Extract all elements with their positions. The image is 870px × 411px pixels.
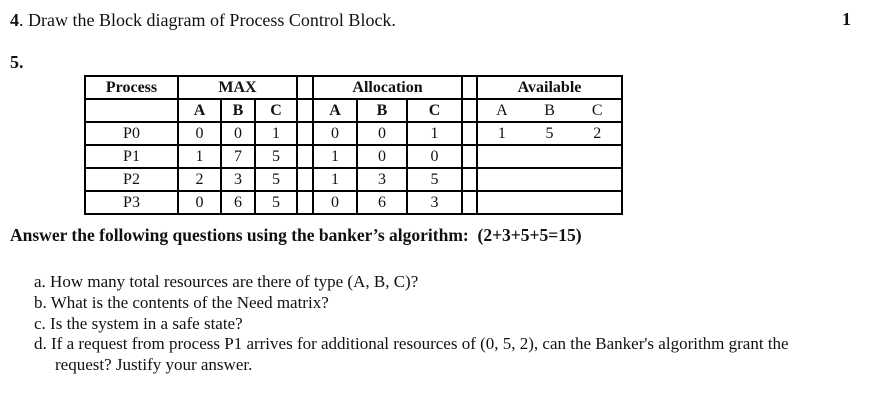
table-cell: 0 bbox=[312, 121, 358, 146]
table-cell: 1 bbox=[177, 144, 222, 169]
spacer-cell bbox=[461, 121, 479, 146]
max-header: MAX bbox=[177, 75, 298, 100]
table-cell: 1 bbox=[405, 121, 464, 146]
table-cell: 6 bbox=[356, 190, 408, 215]
sub-question-a: a. How many total resources are there of… bbox=[34, 272, 419, 291]
spacer-cell bbox=[296, 144, 314, 169]
alloc-col-c-header: C bbox=[405, 98, 464, 123]
question-4-number: 4 bbox=[10, 10, 19, 30]
table-row: P1 1 7 5 1 0 0 bbox=[84, 144, 624, 169]
spacer-cell bbox=[461, 75, 479, 100]
max-col-a-header: A bbox=[177, 98, 222, 123]
table-row: P2 2 3 5 1 3 5 bbox=[84, 167, 624, 192]
available-cell bbox=[476, 144, 624, 169]
table-cell: 3 bbox=[356, 167, 408, 192]
avail-col-b-header: B bbox=[544, 102, 555, 119]
allocation-header: Allocation bbox=[311, 75, 464, 100]
question-4-line: 4. Draw the Block diagram of Process Con… bbox=[10, 10, 396, 31]
table-cell: 5 bbox=[254, 190, 298, 215]
process-cell: P2 bbox=[84, 167, 179, 192]
spacer-cell bbox=[296, 167, 314, 192]
available-cell bbox=[476, 167, 624, 192]
table-row: P3 0 6 5 0 6 3 bbox=[84, 190, 624, 215]
spacer-cell bbox=[296, 75, 314, 100]
sub-question-b: b. What is the contents of the Need matr… bbox=[34, 292, 329, 312]
spacer-cell bbox=[461, 167, 479, 192]
table-cell bbox=[84, 98, 179, 123]
table-cell: 2 bbox=[177, 167, 222, 192]
spacer-cell bbox=[296, 190, 314, 215]
table-cell: 0 bbox=[356, 144, 408, 169]
spacer-cell bbox=[461, 144, 479, 169]
spacer-cell bbox=[461, 98, 479, 123]
spacer-cell bbox=[296, 121, 314, 146]
question-5-number: 5. bbox=[10, 52, 24, 72]
available-subheaders: A B C bbox=[476, 98, 624, 123]
process-cell: P1 bbox=[84, 144, 179, 169]
process-cell: P0 bbox=[84, 121, 179, 146]
table-cell: 0 bbox=[177, 121, 222, 146]
table-cell: 5 bbox=[545, 125, 554, 142]
table-cell: 1 bbox=[312, 144, 358, 169]
table-cell: 1 bbox=[497, 125, 506, 142]
avail-col-a-header: A bbox=[496, 102, 508, 119]
spacer-cell bbox=[461, 190, 479, 215]
table-cell: 0 bbox=[405, 144, 464, 169]
table-cell: 6 bbox=[220, 190, 256, 215]
table-cell: 0 bbox=[220, 121, 256, 146]
table-cell: 1 bbox=[254, 121, 298, 146]
question-4-marks: 1 bbox=[842, 9, 851, 29]
available-cell: 1 5 2 bbox=[476, 121, 624, 146]
table-row: P0 0 0 1 0 0 1 1 5 2 bbox=[84, 121, 624, 146]
table-cell: 5 bbox=[254, 144, 298, 169]
available-cell bbox=[476, 190, 624, 215]
banker-resource-table: Process MAX Allocation Available A B C A… bbox=[84, 75, 624, 215]
table-cell: 5 bbox=[405, 167, 464, 192]
table-header-row-groups: Process MAX Allocation Available bbox=[84, 75, 624, 100]
question-4-text: . Draw the Block diagram of Process Cont… bbox=[19, 10, 396, 30]
table-cell: 2 bbox=[593, 125, 602, 142]
available-header: Available bbox=[476, 75, 624, 100]
table-header-row-abc: A B C A B C A B C bbox=[84, 98, 624, 123]
process-header: Process bbox=[84, 75, 179, 100]
table-cell: 5 bbox=[254, 167, 298, 192]
table-cell: 3 bbox=[220, 167, 256, 192]
table-cell: 0 bbox=[356, 121, 408, 146]
alloc-col-a-header: A bbox=[312, 98, 358, 123]
max-col-b-header: B bbox=[220, 98, 256, 123]
sub-question-c: c. Is the system in a safe state? bbox=[34, 313, 243, 333]
table-cell: 3 bbox=[405, 190, 464, 215]
max-col-c-header: C bbox=[254, 98, 298, 123]
sub-questions-list: a. How many total resources are there of… bbox=[34, 272, 870, 376]
table-cell: 0 bbox=[177, 190, 222, 215]
available-abc-labels: A B C bbox=[479, 101, 620, 120]
table-cell: 1 bbox=[312, 167, 358, 192]
sub-question-d: d. If a request from process P1 arrives … bbox=[34, 334, 789, 375]
avail-col-c-header: C bbox=[591, 102, 603, 119]
alloc-col-b-header: B bbox=[356, 98, 408, 123]
table-cell: 7 bbox=[220, 144, 256, 169]
bankers-algorithm-heading: Answer the following questions using the… bbox=[10, 225, 582, 245]
process-cell: P3 bbox=[84, 190, 179, 215]
spacer-cell bbox=[296, 98, 314, 123]
table-cell: 0 bbox=[312, 190, 358, 215]
